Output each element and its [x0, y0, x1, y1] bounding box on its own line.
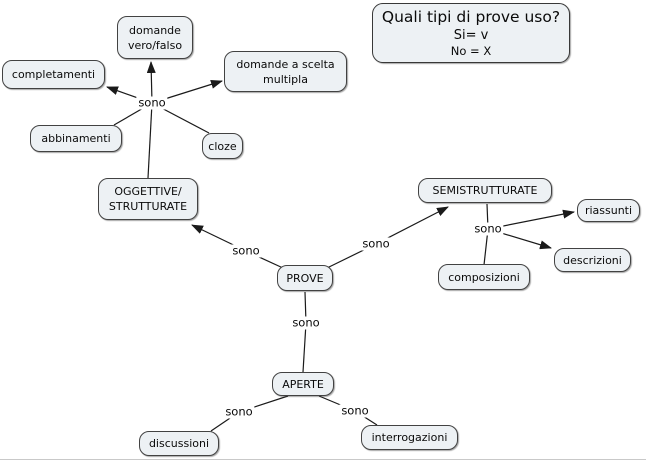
concept-node-descrizioni[interactable]: descrizioni: [554, 248, 631, 272]
legend-no-symbol: No = X: [450, 44, 492, 58]
concept-node-domande-scelta-multipla[interactable]: domande a scelta multipla: [224, 51, 347, 92]
linking-phrase-sono-aperte-interrogazioni[interactable]: sono: [339, 403, 371, 418]
concept-node-oggettive-strutturate[interactable]: OGGETTIVE/ STRUTTURATE: [98, 178, 198, 220]
linking-phrase-sono-prove-aperte[interactable]: sono: [290, 315, 322, 330]
linking-phrase-sono-prove-semi[interactable]: sono: [360, 236, 392, 251]
concept-node-discussioni[interactable]: discussioni: [139, 431, 219, 456]
legend-box[interactable]: Quali tipi di prove uso? Si= v No = X: [372, 3, 570, 63]
linking-phrase-sono-oggettive-children[interactable]: sono: [136, 95, 168, 110]
concept-node-abbinamenti[interactable]: abbinamenti: [30, 125, 122, 152]
concept-node-completamenti[interactable]: completamenti: [2, 60, 105, 89]
concept-node-cloze[interactable]: cloze: [202, 133, 243, 159]
concept-node-domande-vero-falso[interactable]: domande vero/falso: [117, 16, 193, 59]
concept-node-interrogazioni[interactable]: interrogazioni: [361, 425, 458, 450]
edge-line-0: [147, 102, 153, 179]
linking-phrase-sono-prove-oggettive[interactable]: sono: [230, 243, 262, 258]
edge-line-1: [146, 61, 156, 104]
concept-node-composizioni[interactable]: composizioni: [438, 264, 530, 290]
linking-phrase-sono-aperte-discussioni[interactable]: sono: [223, 404, 255, 419]
linking-phrase-sono-semi-children[interactable]: sono: [472, 221, 504, 236]
concept-node-aperte[interactable]: APERTE: [272, 372, 334, 396]
edge-line-15: [302, 322, 307, 373]
concept-node-riassunti[interactable]: riassunti: [577, 199, 640, 222]
legend-question: Quali tipi di prove uso?: [381, 8, 561, 26]
concept-node-semistrutturate[interactable]: SEMISTRUTTURATE: [418, 178, 552, 203]
concept-node-prove[interactable]: PROVE: [277, 265, 333, 291]
legend-yes-symbol: Si= v: [453, 28, 489, 43]
